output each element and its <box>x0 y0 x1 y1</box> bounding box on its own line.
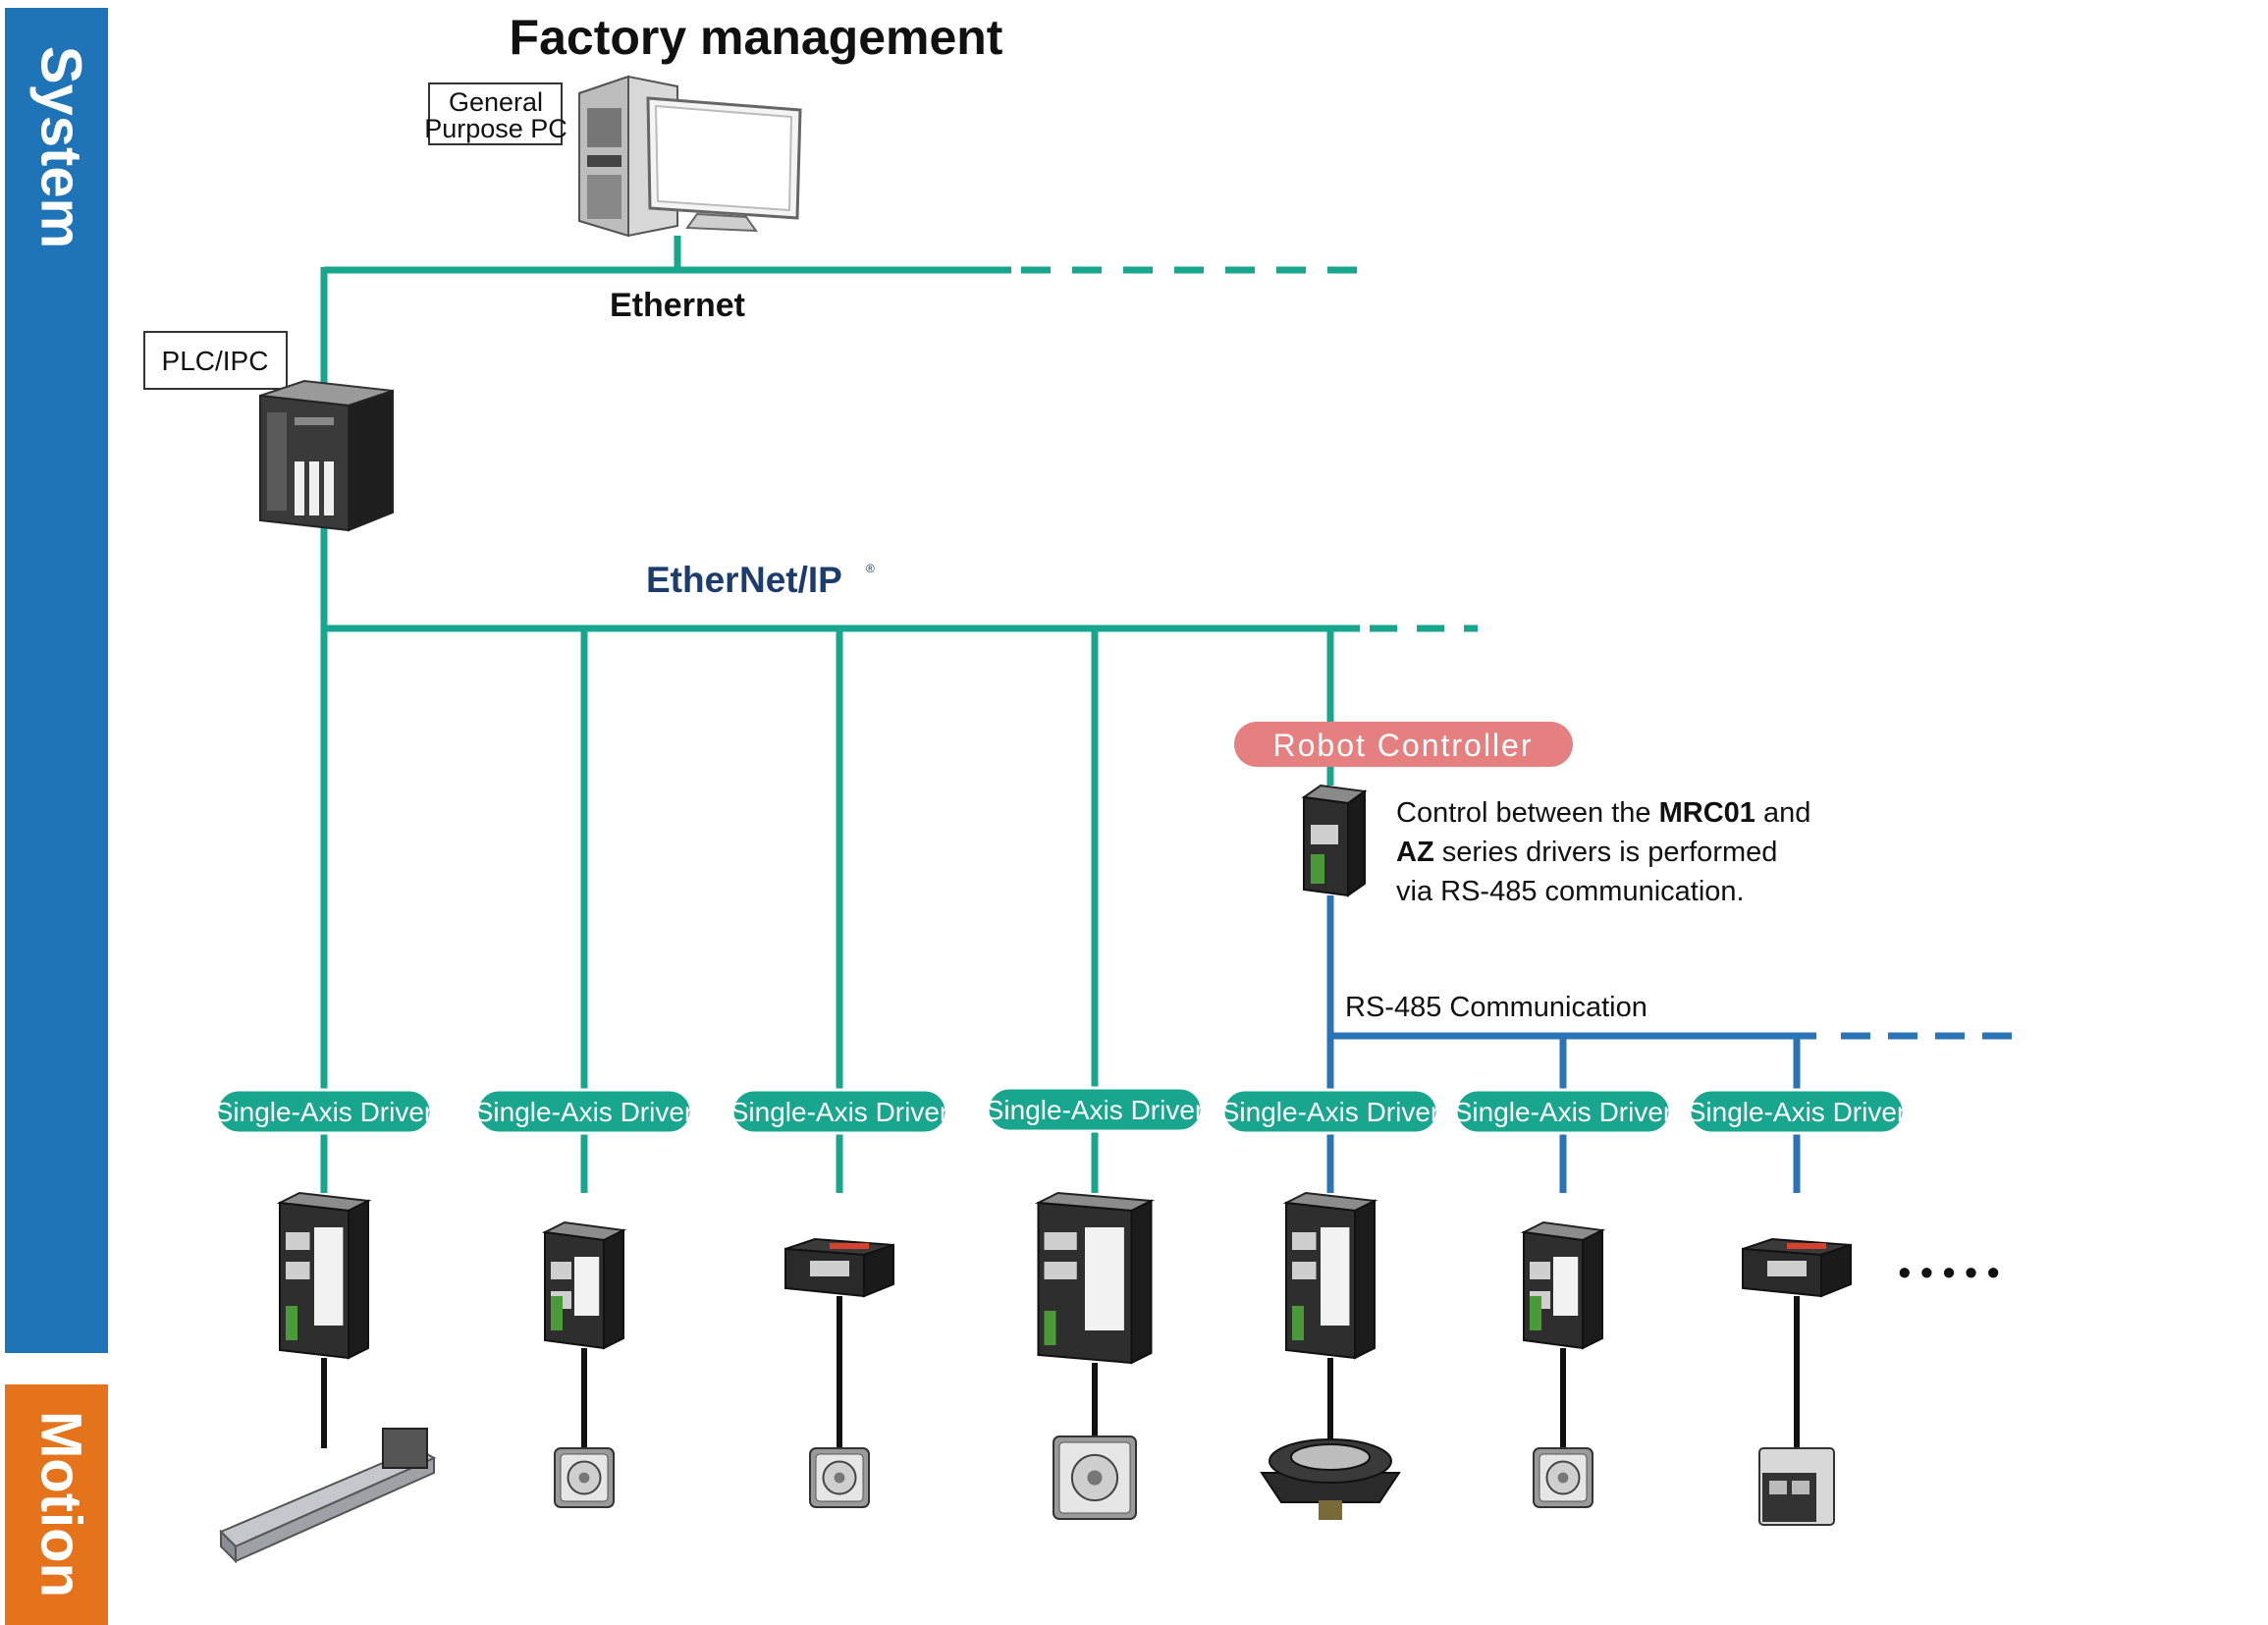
motion-bar <box>5 1384 108 1625</box>
description: Control between the MRC01 and AZ series … <box>1396 797 1810 907</box>
motion-label: Motion <box>29 1411 93 1598</box>
driver-label: Single-Axis Driver <box>986 1095 1205 1125</box>
driver-tall-icon <box>276 1191 372 1360</box>
driver-slim-icon <box>1520 1220 1606 1350</box>
driver-label: Single-Axis Driver <box>1221 1097 1440 1127</box>
plc-label-box <box>143 331 288 390</box>
driver-columns: Single-Axis Driver Single-Axis Driver Sing… <box>215 1086 1907 1564</box>
pc-label-line2: Purpose PC <box>424 114 567 143</box>
description-l2b: series drivers is performed <box>1434 837 1778 868</box>
ethernetip-logo: Ether Net/IP ® <box>646 560 875 600</box>
robot-controller-label: Robot Controller <box>1273 728 1534 763</box>
driver-column: Single-Axis Driver <box>730 1088 949 1508</box>
driver-label: Single-Axis Driver <box>1688 1097 1907 1127</box>
stepper-motor-icon <box>809 1447 870 1508</box>
plc-label: PLC/IPC <box>162 346 269 376</box>
driver-column: Single-Axis Driver <box>1221 1088 1440 1520</box>
driver-pill <box>215 1088 433 1135</box>
description-l1a: Control between the <box>1396 797 1659 829</box>
driver-label: Single-Axis Driver <box>730 1097 949 1127</box>
driver-label: Single-Axis Driver <box>1454 1097 1673 1127</box>
pc-icon <box>578 75 802 238</box>
plc-icon <box>259 379 394 532</box>
ethernetip-tm: ® <box>866 562 875 575</box>
page-title: Factory management <box>510 10 1003 65</box>
driver-pill <box>1688 1088 1906 1135</box>
driver-tall-icon <box>1282 1191 1378 1360</box>
driver-slim-icon <box>541 1220 627 1350</box>
ethernetip-bus <box>320 624 1478 1090</box>
driver-column: Single-Axis Driver <box>1454 1088 1673 1508</box>
linear-actuator-icon <box>219 1428 437 1564</box>
pc-label-box <box>428 82 563 145</box>
svg-text:AZ series drivers is performed: AZ series drivers is performed <box>1396 837 1777 868</box>
driver-label: Single-Axis Driver <box>215 1097 434 1127</box>
driver-label: Single-Axis Driver <box>475 1097 694 1127</box>
driver-pill <box>475 1088 693 1135</box>
motor-with-driver-icon <box>1758 1447 1835 1526</box>
rotary-table-icon <box>1260 1438 1401 1520</box>
driver-column: Single-Axis Driver <box>215 1088 437 1564</box>
driver-pill <box>1221 1088 1439 1135</box>
servo-motor-icon <box>1053 1435 1137 1520</box>
driver-column: Single-Axis Driver <box>475 1088 694 1508</box>
pc-label-line1: General <box>449 87 543 117</box>
driver-compact-icon <box>784 1237 894 1298</box>
more-indicator: • • • • • <box>1898 1252 1999 1292</box>
ethernetip-label-b: Net/IP <box>739 560 842 600</box>
ethernetip-label-a: Ether <box>646 560 739 600</box>
description-l1b: MRC01 <box>1659 797 1755 829</box>
driver-compact-icon <box>1742 1237 1852 1298</box>
rs485-bus <box>1326 1032 2013 1090</box>
driver-column: Single-Axis Driver <box>1688 1088 1907 1526</box>
system-label: System <box>29 46 93 248</box>
description-l3: via RS-485 communication. <box>1396 876 1745 907</box>
description-l2a: AZ <box>1396 837 1434 868</box>
driver-pill <box>1454 1088 1672 1135</box>
driver-pill <box>730 1088 948 1135</box>
rs485-label: RS-485 Communication <box>1345 992 1647 1023</box>
stepper-motor-icon <box>1533 1447 1593 1508</box>
driver-large-icon <box>1034 1191 1156 1365</box>
driver-pill <box>986 1086 1204 1133</box>
ethernet-line <box>320 236 1370 628</box>
robot-controller-icon <box>1301 784 1368 897</box>
driver-column: Single-Axis Driver <box>986 1086 1205 1520</box>
ethernet-label: Ethernet <box>610 287 745 324</box>
description-l1c: and <box>1755 797 1810 829</box>
stepper-motor-icon <box>554 1447 615 1508</box>
svg-text:Control between the MRC01 and: Control between the MRC01 and <box>1396 797 1810 829</box>
system-bar <box>5 8 108 1353</box>
robot-controller-pill <box>1234 722 1573 767</box>
